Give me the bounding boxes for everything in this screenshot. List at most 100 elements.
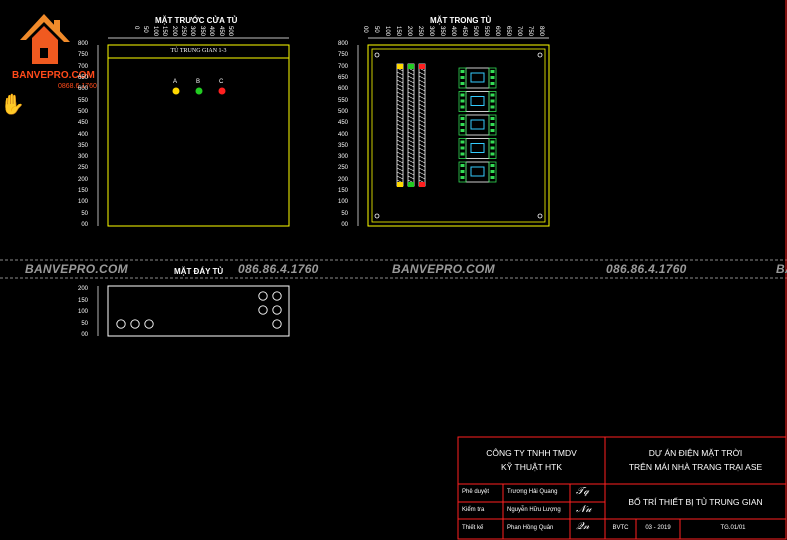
- ruler-tick-label: 100: [151, 26, 158, 37]
- ruler-tick-label: 100: [337, 199, 348, 206]
- cable-gland-hole: [272, 291, 282, 301]
- phase-b-lamp: [195, 87, 203, 95]
- breaker-device: [458, 138, 497, 159]
- cable-gland-hole: [272, 305, 282, 315]
- title-block-frame: [457, 436, 787, 540]
- ruler-tick-label: 150: [161, 26, 168, 37]
- watermark-phone: 086.86.4.1760: [238, 262, 319, 276]
- ruler-tick-label: 700: [516, 26, 522, 37]
- ruler-tick-label: 500: [77, 108, 88, 115]
- ruler-tick-label: 800: [77, 41, 88, 47]
- ruler-tick-label: 00: [81, 222, 88, 228]
- ruler-tick-label: 100: [77, 199, 88, 206]
- ruler-tick-label: 350: [439, 26, 445, 37]
- ruler-tick-label: 800: [337, 41, 348, 47]
- banvepro-logo: BANVEPRO.COM 0868.6.1760: [12, 12, 104, 94]
- ruler-tick-label: 00: [341, 222, 348, 228]
- checker-role: Kiểm tra: [462, 507, 485, 513]
- ruler-tick-label: 150: [77, 188, 88, 195]
- bottom-view-title: MẶT ĐÁY TỦ: [174, 267, 224, 276]
- ruler-tick-label: 450: [337, 120, 348, 127]
- front-view-title: MẶT TRƯỚC CỬA TỦ: [155, 16, 238, 25]
- signature-designer: 𝒬𝓃: [576, 521, 590, 532]
- watermark-phone: 086.86.4.1760: [606, 262, 687, 276]
- signature-approver: 𝒯𝓆: [576, 486, 589, 497]
- company-name-line1: CÔNG TY TNHH TMDV: [486, 448, 577, 458]
- busbar-phase-c: [418, 63, 426, 187]
- ruler-tick-label: 100: [77, 309, 88, 315]
- ruler-tick-label: 250: [417, 26, 423, 37]
- busbar-phase-b: [407, 63, 415, 187]
- watermark-edge: BA: [776, 262, 787, 276]
- ruler-tick-label: 400: [337, 131, 348, 138]
- stage-code: BVTC: [612, 525, 629, 531]
- ruler-tick-label: 150: [77, 297, 88, 304]
- signature-checker: 𝒩𝓊: [576, 504, 592, 515]
- cable-gland-hole: [144, 319, 154, 329]
- ruler-tick-label: 200: [406, 26, 412, 37]
- breaker-device: [458, 161, 497, 183]
- ruler-tick-label: 200: [170, 26, 177, 37]
- ruler-tick-label: 600: [494, 26, 500, 37]
- company-name-line2: KỸ THUẬT HTK: [500, 462, 563, 472]
- ruler-tick-label: 50: [81, 320, 88, 327]
- phase-c-label: C: [219, 79, 224, 85]
- phase-b-label: B: [196, 79, 201, 85]
- ruler-tick-label: 350: [77, 142, 88, 149]
- cable-gland-hole: [116, 319, 126, 329]
- ruler-tick-label: 100: [384, 26, 390, 37]
- ruler-tick-label: 400: [208, 26, 215, 37]
- ruler-tick-label: 500: [337, 108, 348, 115]
- ruler-tick-label: 750: [77, 52, 88, 59]
- sheet-number: TG.01/01: [720, 525, 746, 531]
- phase-a-lamp: [172, 87, 180, 95]
- issue-date: 03 - 2019: [645, 525, 671, 531]
- logo-brand: BANVEPRO.COM: [12, 70, 95, 81]
- watermark-band: [0, 259, 787, 279]
- ruler-tick-label: 00: [362, 26, 368, 33]
- ruler-tick-label: 200: [77, 176, 88, 183]
- breaker-device: [458, 67, 497, 89]
- ruler-tick-label: 250: [180, 26, 186, 37]
- ruler-tick-label: 250: [77, 165, 88, 172]
- approver-role: Phê duyệt: [462, 489, 490, 495]
- checker-name: Nguyễn Hữu Lượng: [507, 507, 561, 513]
- project-name-line2: TRÊN MÁI NHÀ TRANG TRẠI ASE: [628, 462, 763, 472]
- ruler-tick-label: 700: [337, 63, 348, 70]
- phase-c-lamp: [218, 87, 226, 95]
- cable-gland-hole: [272, 319, 282, 329]
- ruler-tick-label: 500: [472, 26, 478, 37]
- designer-name: Phan Hồng Quân: [507, 525, 554, 531]
- ruler-tick-label: 350: [198, 26, 205, 37]
- watermark-site: BANVEPRO.COM: [25, 262, 128, 276]
- inside-view: [357, 37, 550, 227]
- ruler-tick-label: 200: [337, 176, 348, 183]
- designer-role: Thiết kế: [462, 525, 484, 531]
- hand-pointer-icon[interactable]: ✋: [0, 92, 25, 116]
- cable-gland-hole: [258, 305, 268, 315]
- ruler-tick-label: 400: [77, 131, 88, 138]
- ruler-tick-label: 450: [77, 120, 88, 127]
- ruler-tick-label: 450: [217, 26, 224, 37]
- house-logo-icon: [20, 14, 70, 64]
- ruler-tick-label: 700: [77, 63, 88, 70]
- phase-a-label: A: [173, 79, 178, 85]
- ruler-tick-label: 50: [341, 210, 348, 217]
- ruler-tick-label: 50: [373, 26, 379, 33]
- ruler-tick-label: 450: [461, 26, 467, 37]
- ruler-tick-label: 600: [77, 86, 88, 93]
- ruler-tick-label: 150: [395, 26, 401, 37]
- ruler-tick-label: 500: [227, 26, 233, 37]
- watermark-site: BANVEPRO.COM: [392, 262, 495, 276]
- approver-name: Trương Hải Quang: [507, 489, 558, 495]
- ruler-tick-label: 250: [337, 165, 348, 172]
- ruler-tick-label: 50: [142, 26, 149, 33]
- ruler-tick-label: 550: [77, 97, 88, 104]
- ruler-tick-label: 50: [81, 210, 88, 217]
- ruler-tick-label: 650: [77, 74, 88, 81]
- logo-phone: 0868.6.1760: [58, 83, 97, 90]
- bottom-view: [97, 285, 290, 337]
- cable-gland-hole: [130, 319, 140, 329]
- ruler-tick-label: 750: [527, 26, 533, 37]
